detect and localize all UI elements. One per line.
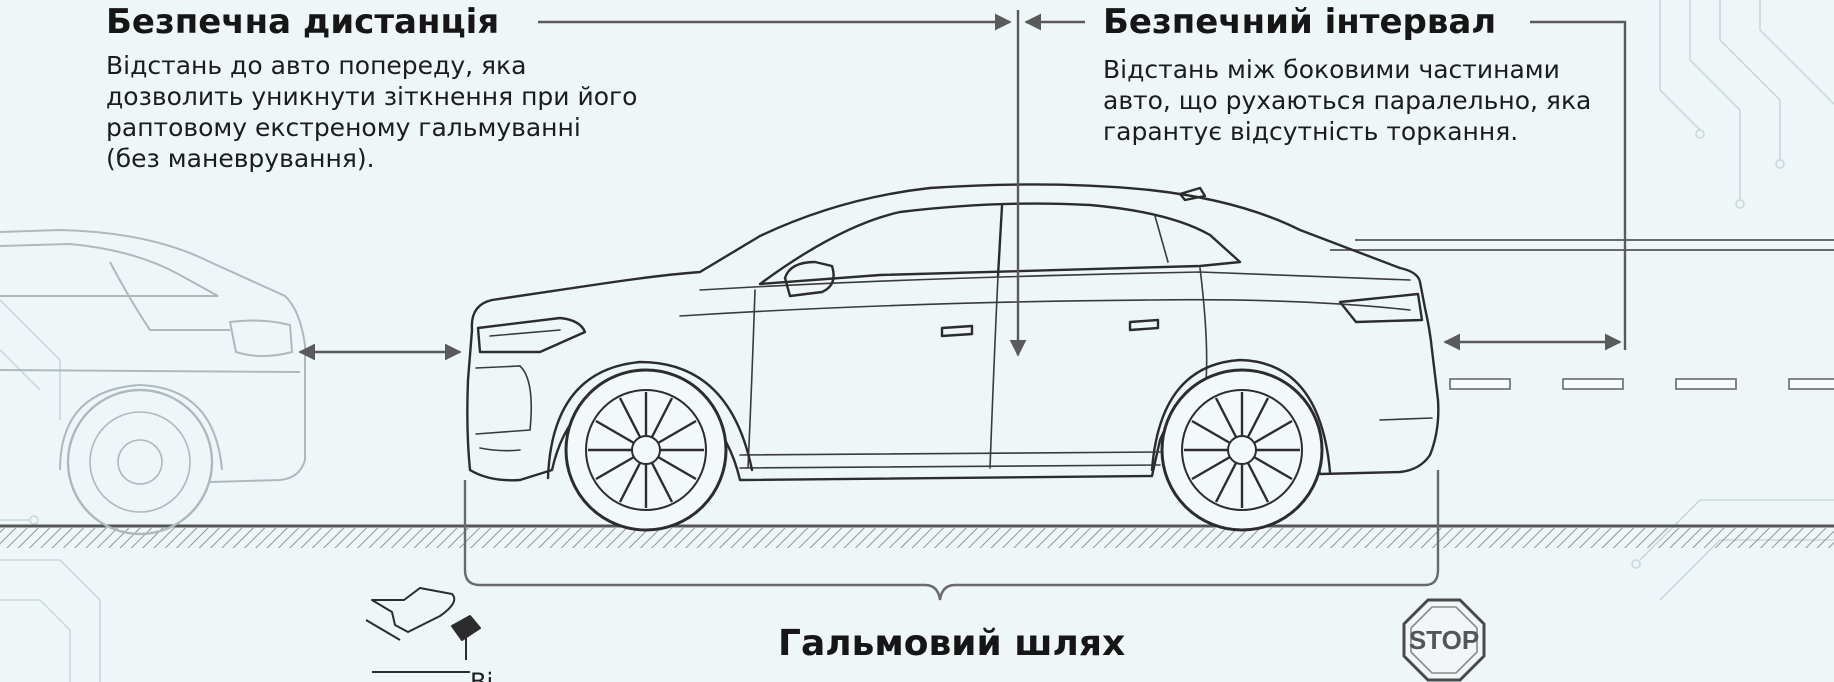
- safe-distance-title: Безпечна дистанція: [106, 2, 500, 42]
- pedal-partial-label: Ві: [470, 668, 493, 682]
- safe-interval-description: Відстань між боковими частинами авто, що…: [1103, 54, 1591, 147]
- safe-interval-title: Безпечний інтервал: [1103, 2, 1497, 42]
- front-wheel: [564, 368, 728, 532]
- stop-sign-label: STOP: [1409, 625, 1479, 655]
- safe-interval-arrow: [1009, 10, 1627, 357]
- safe-distance-line: дозволить уникнути зіткнення при його: [106, 82, 638, 111]
- road-surface: [0, 524, 1834, 548]
- safe-distance-line: (без маневрування).: [106, 144, 375, 173]
- stop-sign-icon: STOP: [1402, 598, 1486, 682]
- car-ahead: [0, 228, 306, 536]
- brake-pedal-icon: [365, 587, 481, 673]
- safe-interval-line: авто, що рухаються паралельно, яка: [1103, 86, 1592, 115]
- braking-distance-title: Гальмовий шлях: [778, 623, 1126, 664]
- braking-distance-bracket: [463, 470, 1440, 601]
- safe-interval-line: гарантує відсутність торкання.: [1103, 117, 1519, 146]
- safe-distance-line: Відстань до авто попереду, яка: [106, 51, 527, 80]
- side-lane-lines: [1330, 239, 1834, 251]
- safe-distance-description: Відстань до авто попереду, яка дозволить…: [106, 50, 637, 174]
- safe-interval-line: Відстань між боковими частинами: [1103, 55, 1560, 84]
- lane-marking: [1449, 378, 1834, 390]
- rear-wheel: [1160, 368, 1324, 532]
- safe-distance-line: раптовому екстреному гальмуванні: [106, 113, 581, 142]
- safe-distance-arrow: [298, 13, 1012, 361]
